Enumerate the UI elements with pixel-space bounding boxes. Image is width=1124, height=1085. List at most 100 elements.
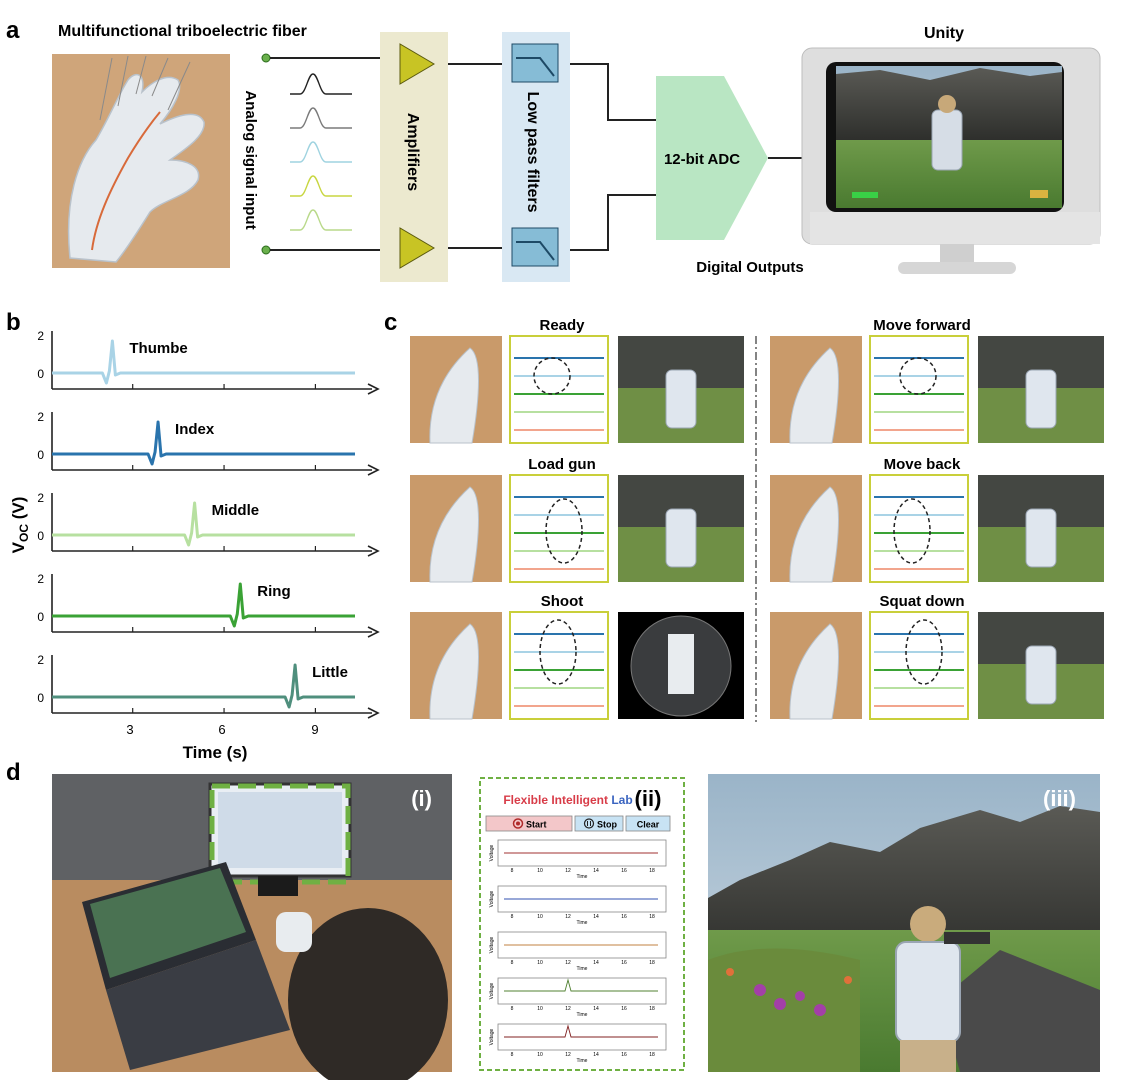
monitor-label: Unity bbox=[924, 25, 964, 42]
adc-block bbox=[656, 76, 768, 240]
voltage-trace bbox=[52, 663, 355, 709]
input-label: Analog signal input bbox=[242, 90, 259, 229]
mini-plot-tick: 16 bbox=[621, 1052, 627, 1058]
game-soldier bbox=[1025, 645, 1057, 705]
panel-a: a Multifunctional triboelectric fiber An… bbox=[6, 17, 1101, 282]
mini-plot-tick: 8 bbox=[511, 1006, 514, 1012]
y-tick-label: 2 bbox=[37, 329, 44, 343]
y-tick-label: 2 bbox=[37, 653, 44, 667]
mini-plot-tick: 16 bbox=[621, 868, 627, 874]
mini-plot-xlabel: Time bbox=[577, 1012, 588, 1018]
highlight-ellipse bbox=[893, 498, 931, 564]
mini-plot-tick: 12 bbox=[565, 1052, 571, 1058]
game-screenshot bbox=[836, 66, 1062, 208]
mini-plot-tick: 14 bbox=[593, 868, 599, 874]
finger-label: Thumbe bbox=[129, 340, 187, 357]
mini-plot-tick: 8 bbox=[511, 960, 514, 966]
mini-plot-tick: 18 bbox=[649, 1052, 655, 1058]
x-tick-label: 6 bbox=[218, 722, 225, 737]
stop-button[interactable]: Stop bbox=[574, 815, 624, 832]
analog-pulses bbox=[290, 73, 352, 231]
trace-x-arrow bbox=[367, 707, 380, 719]
mini-plot-tick: 10 bbox=[537, 868, 543, 874]
adc-label: 12-bit ADC bbox=[664, 151, 740, 168]
mini-plot-tick: 18 bbox=[649, 960, 655, 966]
amplifier-top-icon bbox=[399, 43, 435, 85]
y-tick-label: 0 bbox=[37, 529, 44, 543]
gesture-glove-shape bbox=[429, 486, 479, 583]
gesture-signal-box bbox=[869, 335, 969, 444]
y-tick-label: 0 bbox=[37, 367, 44, 381]
mini-plot-tick: 14 bbox=[593, 1052, 599, 1058]
mini-plot-ylabel: Voltage bbox=[489, 1028, 495, 1045]
game-soldier bbox=[665, 508, 697, 568]
finger-label: Index bbox=[175, 421, 215, 438]
y-tick-label: 2 bbox=[37, 410, 44, 424]
x-tick-label: 9 bbox=[311, 722, 318, 737]
mini-plot-tick: 10 bbox=[537, 960, 543, 966]
tulip-flowers bbox=[726, 968, 852, 1016]
filter-label: Low pass filters bbox=[524, 92, 541, 213]
mini-plot-tick: 18 bbox=[649, 1006, 655, 1012]
gesture-glove-shape bbox=[429, 623, 479, 720]
soldier-figure bbox=[895, 906, 990, 1072]
mini-plot-tick: 12 bbox=[565, 868, 571, 874]
mini-plot-ylabel: Voltage bbox=[489, 844, 495, 861]
panel-c-letter: c bbox=[384, 309, 397, 336]
clear-button[interactable]: Clear bbox=[625, 815, 671, 832]
gesture-title: Ready bbox=[539, 317, 585, 334]
gesture-glove-shape bbox=[789, 347, 839, 444]
mini-plot-xlabel: Time bbox=[577, 874, 588, 880]
trace-x-arrow bbox=[367, 545, 380, 557]
lab-photo bbox=[52, 774, 452, 1085]
voltage-trace bbox=[52, 420, 355, 466]
gesture-glove-shape bbox=[789, 486, 839, 583]
game-soldier bbox=[665, 369, 697, 429]
y-tick-label: 2 bbox=[37, 572, 44, 586]
finger-label: Little bbox=[312, 664, 348, 681]
finger-label: Middle bbox=[212, 502, 260, 519]
mini-plot-tick: 10 bbox=[537, 1006, 543, 1012]
x-axis-label: Time (s) bbox=[183, 743, 248, 762]
mini-plot-tick: 8 bbox=[511, 868, 514, 874]
y-tick-label: 2 bbox=[37, 491, 44, 505]
mini-plot-xlabel: Time bbox=[577, 920, 588, 926]
mini-plot-xlabel: Time bbox=[577, 966, 588, 972]
amplifier-bottom-icon bbox=[399, 227, 435, 269]
pulse-line bbox=[290, 175, 352, 197]
voltage-trace bbox=[52, 582, 355, 628]
sub-label-i: (i) bbox=[411, 786, 432, 811]
y-tick-label: 0 bbox=[37, 448, 44, 462]
mini-plot-tick: 10 bbox=[537, 1052, 543, 1058]
highlight-ellipse bbox=[905, 619, 943, 685]
voltage-trace bbox=[52, 501, 355, 547]
stop-label: Stop bbox=[597, 820, 617, 830]
software-window: Flexible Intelligent Lab (ii) Start Stop… bbox=[479, 777, 685, 1071]
scope-target bbox=[668, 634, 694, 694]
highlight-ellipse bbox=[899, 357, 937, 395]
highlight-ellipse bbox=[545, 498, 583, 564]
mini-plot-tick: 14 bbox=[593, 1006, 599, 1012]
mini-plot-tick: 16 bbox=[621, 1006, 627, 1012]
mini-plot-ylabel: Voltage bbox=[489, 890, 495, 907]
mini-plot-ylabel: Voltage bbox=[489, 982, 495, 999]
mini-plot-tick: 18 bbox=[649, 868, 655, 874]
gesture-title: Move forward bbox=[873, 317, 971, 334]
clear-label: Clear bbox=[637, 820, 660, 830]
mini-plot-tick: 14 bbox=[593, 914, 599, 920]
gesture-signal-box bbox=[509, 611, 609, 720]
start-button[interactable]: Start bbox=[485, 815, 573, 832]
mini-plot-signal bbox=[504, 978, 658, 992]
mini-plot-tick: 18 bbox=[649, 914, 655, 920]
pulse-line bbox=[290, 107, 352, 129]
mini-plot-tick: 12 bbox=[565, 960, 571, 966]
gesture-glove-shape bbox=[429, 347, 479, 444]
panel-d-letter: d bbox=[6, 759, 21, 786]
lab-title: Flexible Intelligent Lab bbox=[503, 793, 632, 807]
gesture-signal-box bbox=[509, 335, 609, 444]
highlight-ellipse bbox=[533, 357, 571, 395]
